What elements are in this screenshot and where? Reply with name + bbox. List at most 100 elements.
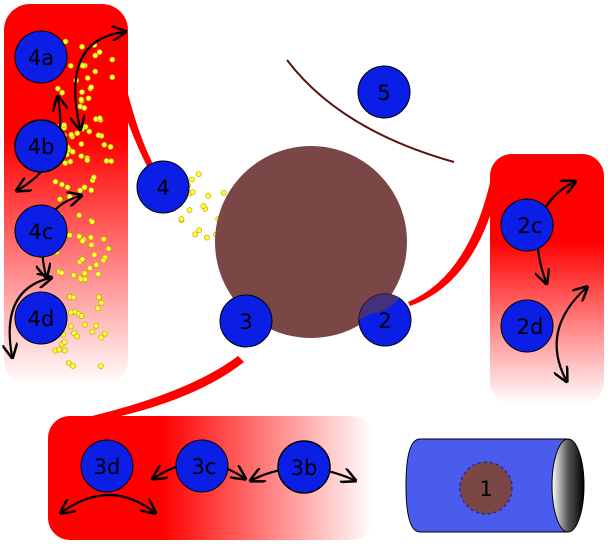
particle <box>82 321 88 328</box>
particle <box>56 346 62 353</box>
particle <box>69 148 76 155</box>
particle <box>59 181 65 188</box>
node-2d-label: 2d <box>517 315 544 339</box>
particle <box>108 158 115 164</box>
node-3b-label: 3b <box>291 456 318 480</box>
node-4d: 4d <box>14 291 68 345</box>
particle <box>61 347 68 354</box>
particle <box>89 218 96 225</box>
node-4-label: 4 <box>156 176 169 200</box>
particle <box>68 131 75 138</box>
particle <box>88 84 95 91</box>
node-4d-label: 4d <box>28 307 55 331</box>
particle <box>67 62 74 69</box>
particle <box>109 56 116 63</box>
particle <box>68 323 74 330</box>
particle <box>79 43 85 50</box>
node-3b: 3b <box>277 440 331 494</box>
particle <box>98 299 105 306</box>
particle <box>189 189 196 196</box>
particle <box>195 171 202 178</box>
particle <box>186 207 193 213</box>
particle <box>55 85 61 92</box>
arc-line <box>286 59 455 163</box>
node-2c-label: 2c <box>518 214 543 238</box>
node-2-label: 2 <box>378 309 391 333</box>
particle <box>94 305 101 312</box>
particle <box>88 234 94 241</box>
particle <box>93 261 100 268</box>
particle <box>68 309 74 316</box>
node-2d: 2d <box>500 299 554 353</box>
particle <box>66 232 73 239</box>
particle <box>64 184 71 191</box>
particle <box>88 187 95 194</box>
particle <box>78 312 85 319</box>
node-1-label: 1 <box>479 477 492 501</box>
particle <box>91 251 98 258</box>
particle <box>80 62 87 69</box>
particle <box>96 49 103 55</box>
node-3-label: 3 <box>239 310 252 334</box>
panel-2-group <box>490 154 604 404</box>
particle <box>70 272 77 278</box>
particle <box>92 68 99 75</box>
particle <box>95 132 102 139</box>
particle <box>95 294 102 301</box>
node-2c: 2c <box>500 198 554 252</box>
particle <box>81 184 88 191</box>
node-5: 5 <box>357 65 411 119</box>
connector-2-to-2c <box>408 174 500 306</box>
particle <box>88 241 95 248</box>
particle <box>76 212 83 219</box>
node-1: 1 <box>459 461 513 515</box>
particle <box>86 128 93 135</box>
particle <box>98 334 105 341</box>
node-3d-label: 3d <box>94 455 121 479</box>
node-4b-label: 4b <box>28 135 55 159</box>
particle <box>105 245 112 252</box>
arrow-4a-swing <box>75 32 124 128</box>
particle <box>103 157 110 164</box>
particle <box>101 330 108 337</box>
particle <box>100 257 107 264</box>
particle <box>91 174 97 181</box>
node-3: 3 <box>219 294 273 348</box>
particle <box>97 363 104 369</box>
particle <box>70 362 76 369</box>
central-body <box>215 146 407 338</box>
particle <box>205 192 212 199</box>
particle <box>74 333 80 340</box>
arrow-3d-swing <box>62 494 154 512</box>
node-5-label: 5 <box>377 81 390 105</box>
particle <box>96 115 103 122</box>
node-4c-label: 4c <box>29 220 54 244</box>
particle <box>74 130 81 137</box>
particle <box>101 141 108 148</box>
particle <box>77 103 84 110</box>
particle <box>67 158 74 165</box>
particle <box>78 153 85 159</box>
particle <box>189 176 195 183</box>
particle <box>85 95 92 102</box>
particle <box>76 233 83 240</box>
particle <box>77 276 84 283</box>
node-4c: 4c <box>14 204 68 258</box>
particle <box>178 216 185 222</box>
particle <box>57 196 63 203</box>
particle <box>62 38 69 45</box>
particle <box>92 52 99 59</box>
particle <box>79 256 86 263</box>
particle <box>220 189 227 196</box>
particle <box>192 231 199 238</box>
particle <box>89 328 96 335</box>
particle <box>59 89 66 96</box>
node-4b: 4b <box>14 119 68 173</box>
particle <box>78 141 85 147</box>
particle <box>87 265 93 271</box>
particle <box>70 294 77 301</box>
arrow-2d-swing <box>557 288 586 380</box>
arrow-4d-swing <box>10 278 50 356</box>
particle <box>84 75 91 81</box>
